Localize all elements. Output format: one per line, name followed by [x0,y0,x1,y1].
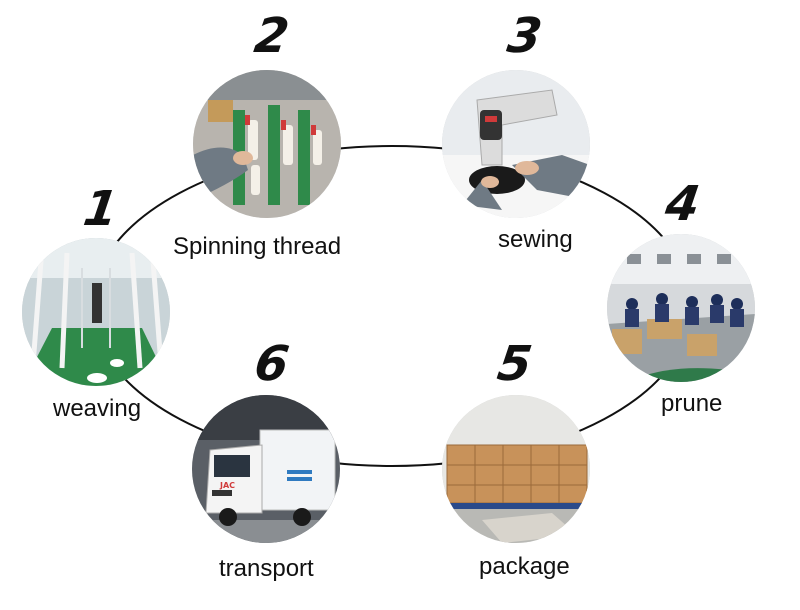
spinning-thread-photo [193,70,341,218]
step-number: 1 [80,181,122,237]
step-label: Spinning thread [173,233,342,260]
step-label: transport [219,555,314,582]
truck-brand: JAC [219,481,235,490]
step-number: 5 [494,336,536,392]
step-label: weaving [53,395,142,422]
step-label: prune [661,390,723,417]
step-number: 3 [504,8,546,64]
workers-pruning-photo [607,234,755,382]
stacked-boxes-photo [442,395,590,543]
sewing-machine-photo [442,70,590,218]
step-label: package [479,553,570,580]
delivery-truck-photo: JAC [192,395,340,543]
step-number: 2 [251,8,293,64]
step-number: 6 [251,336,293,392]
step-label: sewing [498,226,573,253]
weaving-loom-photo [22,238,170,386]
step-number: 4 [662,176,704,232]
